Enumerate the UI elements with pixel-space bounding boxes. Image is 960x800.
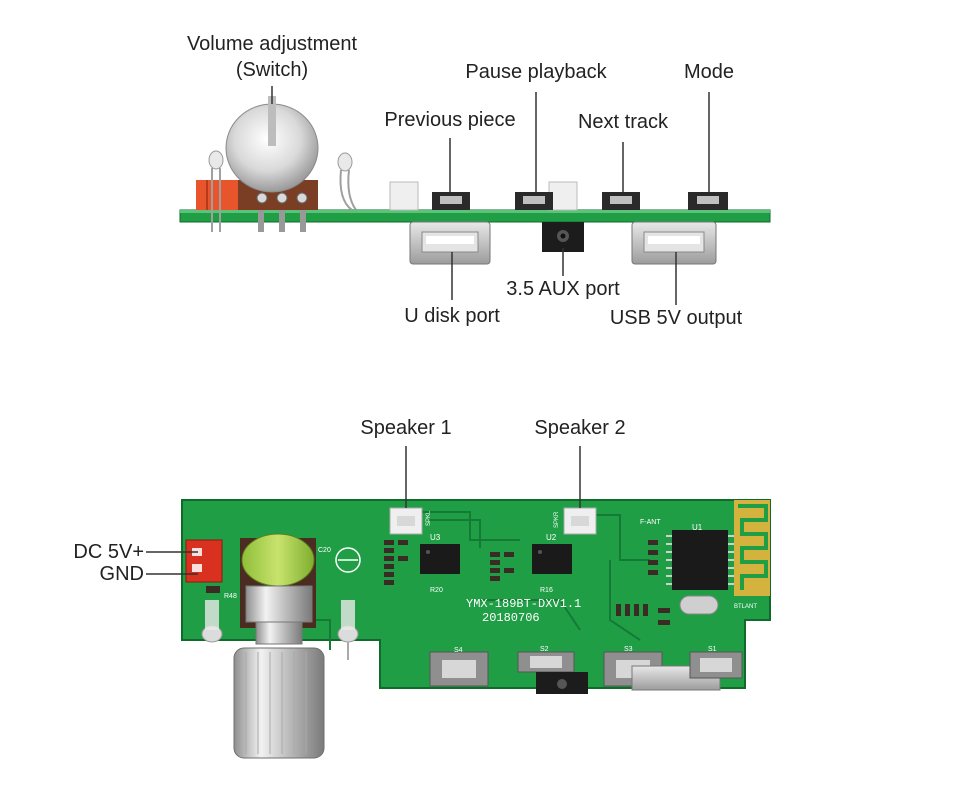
svg-text:R16: R16 [540,587,553,594]
bluetooth-antenna [734,500,770,596]
svg-text:S2: S2 [540,646,549,653]
label-speaker-2: Speaker 2 [534,417,626,439]
bottom-aux-jack [536,672,588,694]
u-disk-port [409,221,491,265]
svg-text:U1: U1 [692,523,703,532]
label-dc-5v: DC 5V+ [73,541,144,563]
next-button [602,192,640,210]
bottom-board-view: U1 U3 U2 [146,446,771,759]
crystal-oscillator [679,595,719,615]
label-u-disk-port: U disk port [404,305,500,327]
chip-u1: U1 [666,523,734,590]
top-leader-lines [271,86,710,305]
label-aux-port: 3.5 AUX port [506,278,620,300]
top-board-view [179,86,771,305]
label-speaker-1: Speaker 1 [360,417,452,439]
label-volume-switch: (Switch) [235,59,309,81]
usb-output-port [631,221,717,265]
bottom-volume-knob [233,647,325,759]
label-next-track: Next track [577,111,669,133]
bottom-potentiometer: C20 [233,533,331,759]
svg-text:R48: R48 [224,593,237,600]
svg-text:F-ANT: F-ANT [640,519,661,526]
speaker-2-connector: SPKR [554,507,597,535]
pause-button [515,192,553,210]
bottom-leds [201,600,359,660]
white-connector-right [548,181,578,211]
board-model-text: YMX-189BT-DXV1.1 [466,597,581,611]
svg-text:BTLANT: BTLANT [734,604,757,610]
mode-button [688,192,728,210]
label-volume-adjustment: Volume adjustment [186,33,358,55]
label-mode: Mode [683,61,735,83]
switch-s1: S1 [689,646,743,679]
white-connector-left [389,181,419,211]
label-pause-playback: Pause playback [465,61,607,83]
label-previous-piece: Previous piece [384,109,516,131]
svg-text:SPKL: SPKL [426,510,432,526]
aux-port [542,222,584,252]
svg-text:SPKR: SPKR [554,511,560,528]
switch-s2: S2 [517,646,575,673]
previous-button [432,192,470,210]
speaker-1-connector: SPKL [389,507,432,535]
svg-text:C20: C20 [318,547,331,554]
svg-text:S4: S4 [454,647,463,654]
power-connector [185,539,223,583]
bottom-leader-lines [146,446,581,575]
board-date-text: 20180706 [482,611,540,625]
svg-text:U2: U2 [546,533,557,542]
label-usb-output: USB 5V output [609,307,743,329]
svg-text:S3: S3 [624,646,633,653]
label-gnd: GND [99,563,144,585]
chip-u2: U2 [532,533,572,574]
chip-u3: U3 [420,533,460,574]
switch-s4: S4 [429,647,489,687]
svg-text:S1: S1 [708,646,717,653]
svg-text:U3: U3 [430,533,441,542]
svg-text:R20: R20 [430,587,443,594]
